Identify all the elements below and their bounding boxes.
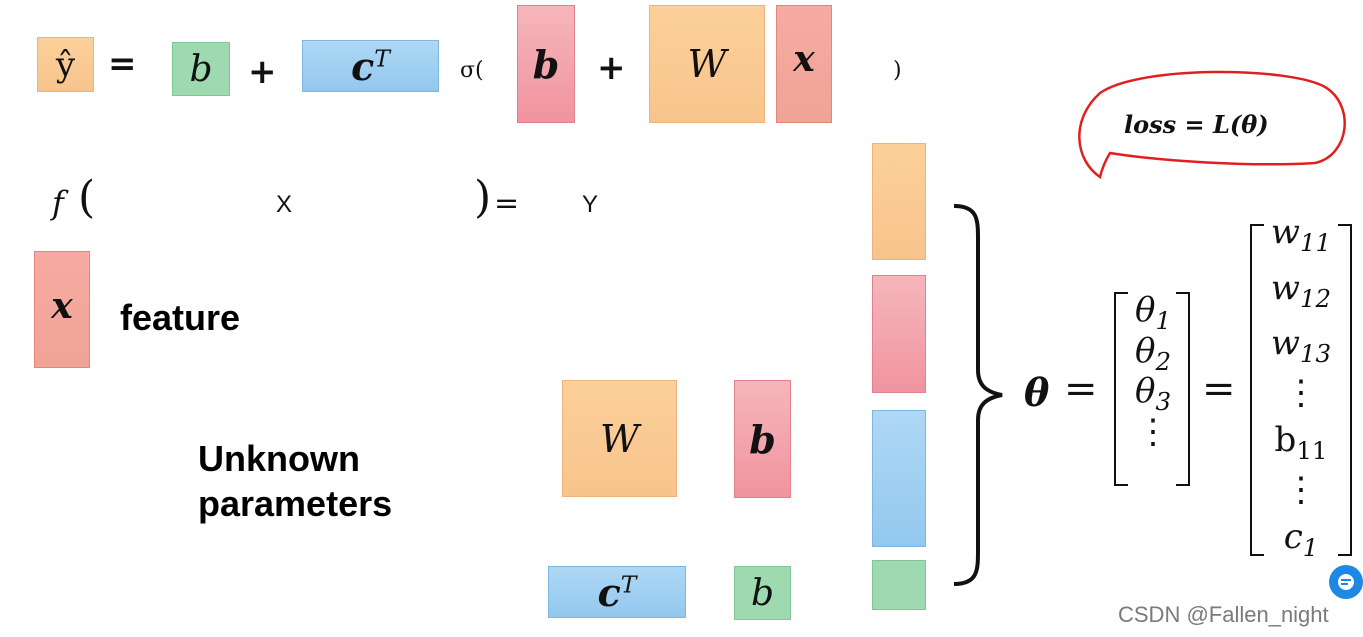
equals-sign: = [108, 44, 137, 84]
cT-box: cT [302, 40, 439, 92]
function-input-X: X [276, 191, 293, 218]
param-cT-box: cT [548, 566, 686, 618]
param-w13: w13 [1270, 323, 1332, 369]
theta-ellipsis: ⋮ [1136, 411, 1170, 452]
loss-callout-outline [1078, 70, 1346, 180]
theta-symbol: θ [1024, 370, 1050, 415]
inner-bias-box: b [517, 5, 575, 123]
param-w11: w11 [1270, 212, 1332, 257]
function-f: f [52, 184, 64, 222]
stack-weight-block [872, 143, 926, 260]
function-output-Y: Y [582, 191, 599, 218]
param-c1: c1 [1283, 516, 1319, 562]
param-ellipsis-2: ⋮ [1284, 469, 1318, 510]
chat-badge-icon[interactable] [1329, 565, 1363, 599]
feature-label: feature [120, 297, 241, 338]
expanded-vector: w11 w12 w13 ⋮ b11 ⋮ c1 [1258, 206, 1344, 566]
yhat-symbol: ŷ [55, 44, 76, 85]
theta-vector: θ1 θ2 θ3 ⋮ [1124, 290, 1182, 452]
theta-vector-left-bracket [1114, 292, 1128, 486]
curly-brace [953, 204, 1003, 586]
unknown-line2: parameters [198, 483, 393, 524]
loss-formula: loss = L(θ) [1124, 110, 1269, 139]
function-close-paren: ) [474, 172, 492, 223]
theta-vector-right-bracket [1176, 292, 1190, 486]
x-box: x [776, 5, 832, 123]
plus-sign-2: + [597, 48, 626, 88]
feature-x-box: x [34, 251, 90, 368]
x-label: x [793, 38, 815, 80]
function-equals: = [494, 186, 520, 221]
watermark: CSDN @Fallen_night [1118, 602, 1329, 627]
param-b11: b11 [1274, 420, 1328, 465]
param-ellipsis-1: ⋮ [1284, 373, 1318, 414]
param-weight-box: W [562, 380, 677, 497]
bias-box: b [172, 42, 230, 96]
feature-x-label: x [51, 284, 73, 327]
function-open-paren: ( [78, 172, 96, 223]
inner-bias-label: b [532, 41, 560, 87]
theta-3: θ3 [1134, 371, 1172, 416]
sigma-open: σ( [460, 58, 484, 83]
param-green-bias-box: b [734, 566, 791, 620]
theta-equals-2: = [1202, 366, 1236, 412]
param-w12: w12 [1270, 267, 1332, 313]
param-bias-box: b [734, 380, 791, 498]
sigma-close: ) [893, 58, 902, 83]
stack-cT-block [872, 410, 926, 547]
plus-sign-1: + [248, 52, 277, 92]
weight-label: W [687, 42, 727, 86]
stack-b-block [872, 560, 926, 610]
weight-box: W [649, 5, 765, 123]
chat-bubble-icon [1338, 574, 1354, 590]
stack-bias-block [872, 275, 926, 393]
unknown-line1: Unknown [198, 438, 360, 479]
expanded-vector-left-bracket [1250, 224, 1264, 556]
yhat-box: ŷ [37, 37, 94, 92]
param-green-bias-label: b [750, 572, 775, 614]
param-weight-label: W [599, 416, 640, 461]
param-cT-label: cT [597, 569, 637, 615]
param-bias-label: b [749, 416, 776, 462]
expanded-vector-right-bracket [1338, 224, 1352, 556]
bias-label: b [189, 48, 213, 90]
theta-2: θ2 [1134, 330, 1172, 376]
theta-1: θ1 [1134, 290, 1172, 335]
cT-label: cT [351, 43, 390, 89]
theta-equals-1: = [1064, 366, 1098, 412]
